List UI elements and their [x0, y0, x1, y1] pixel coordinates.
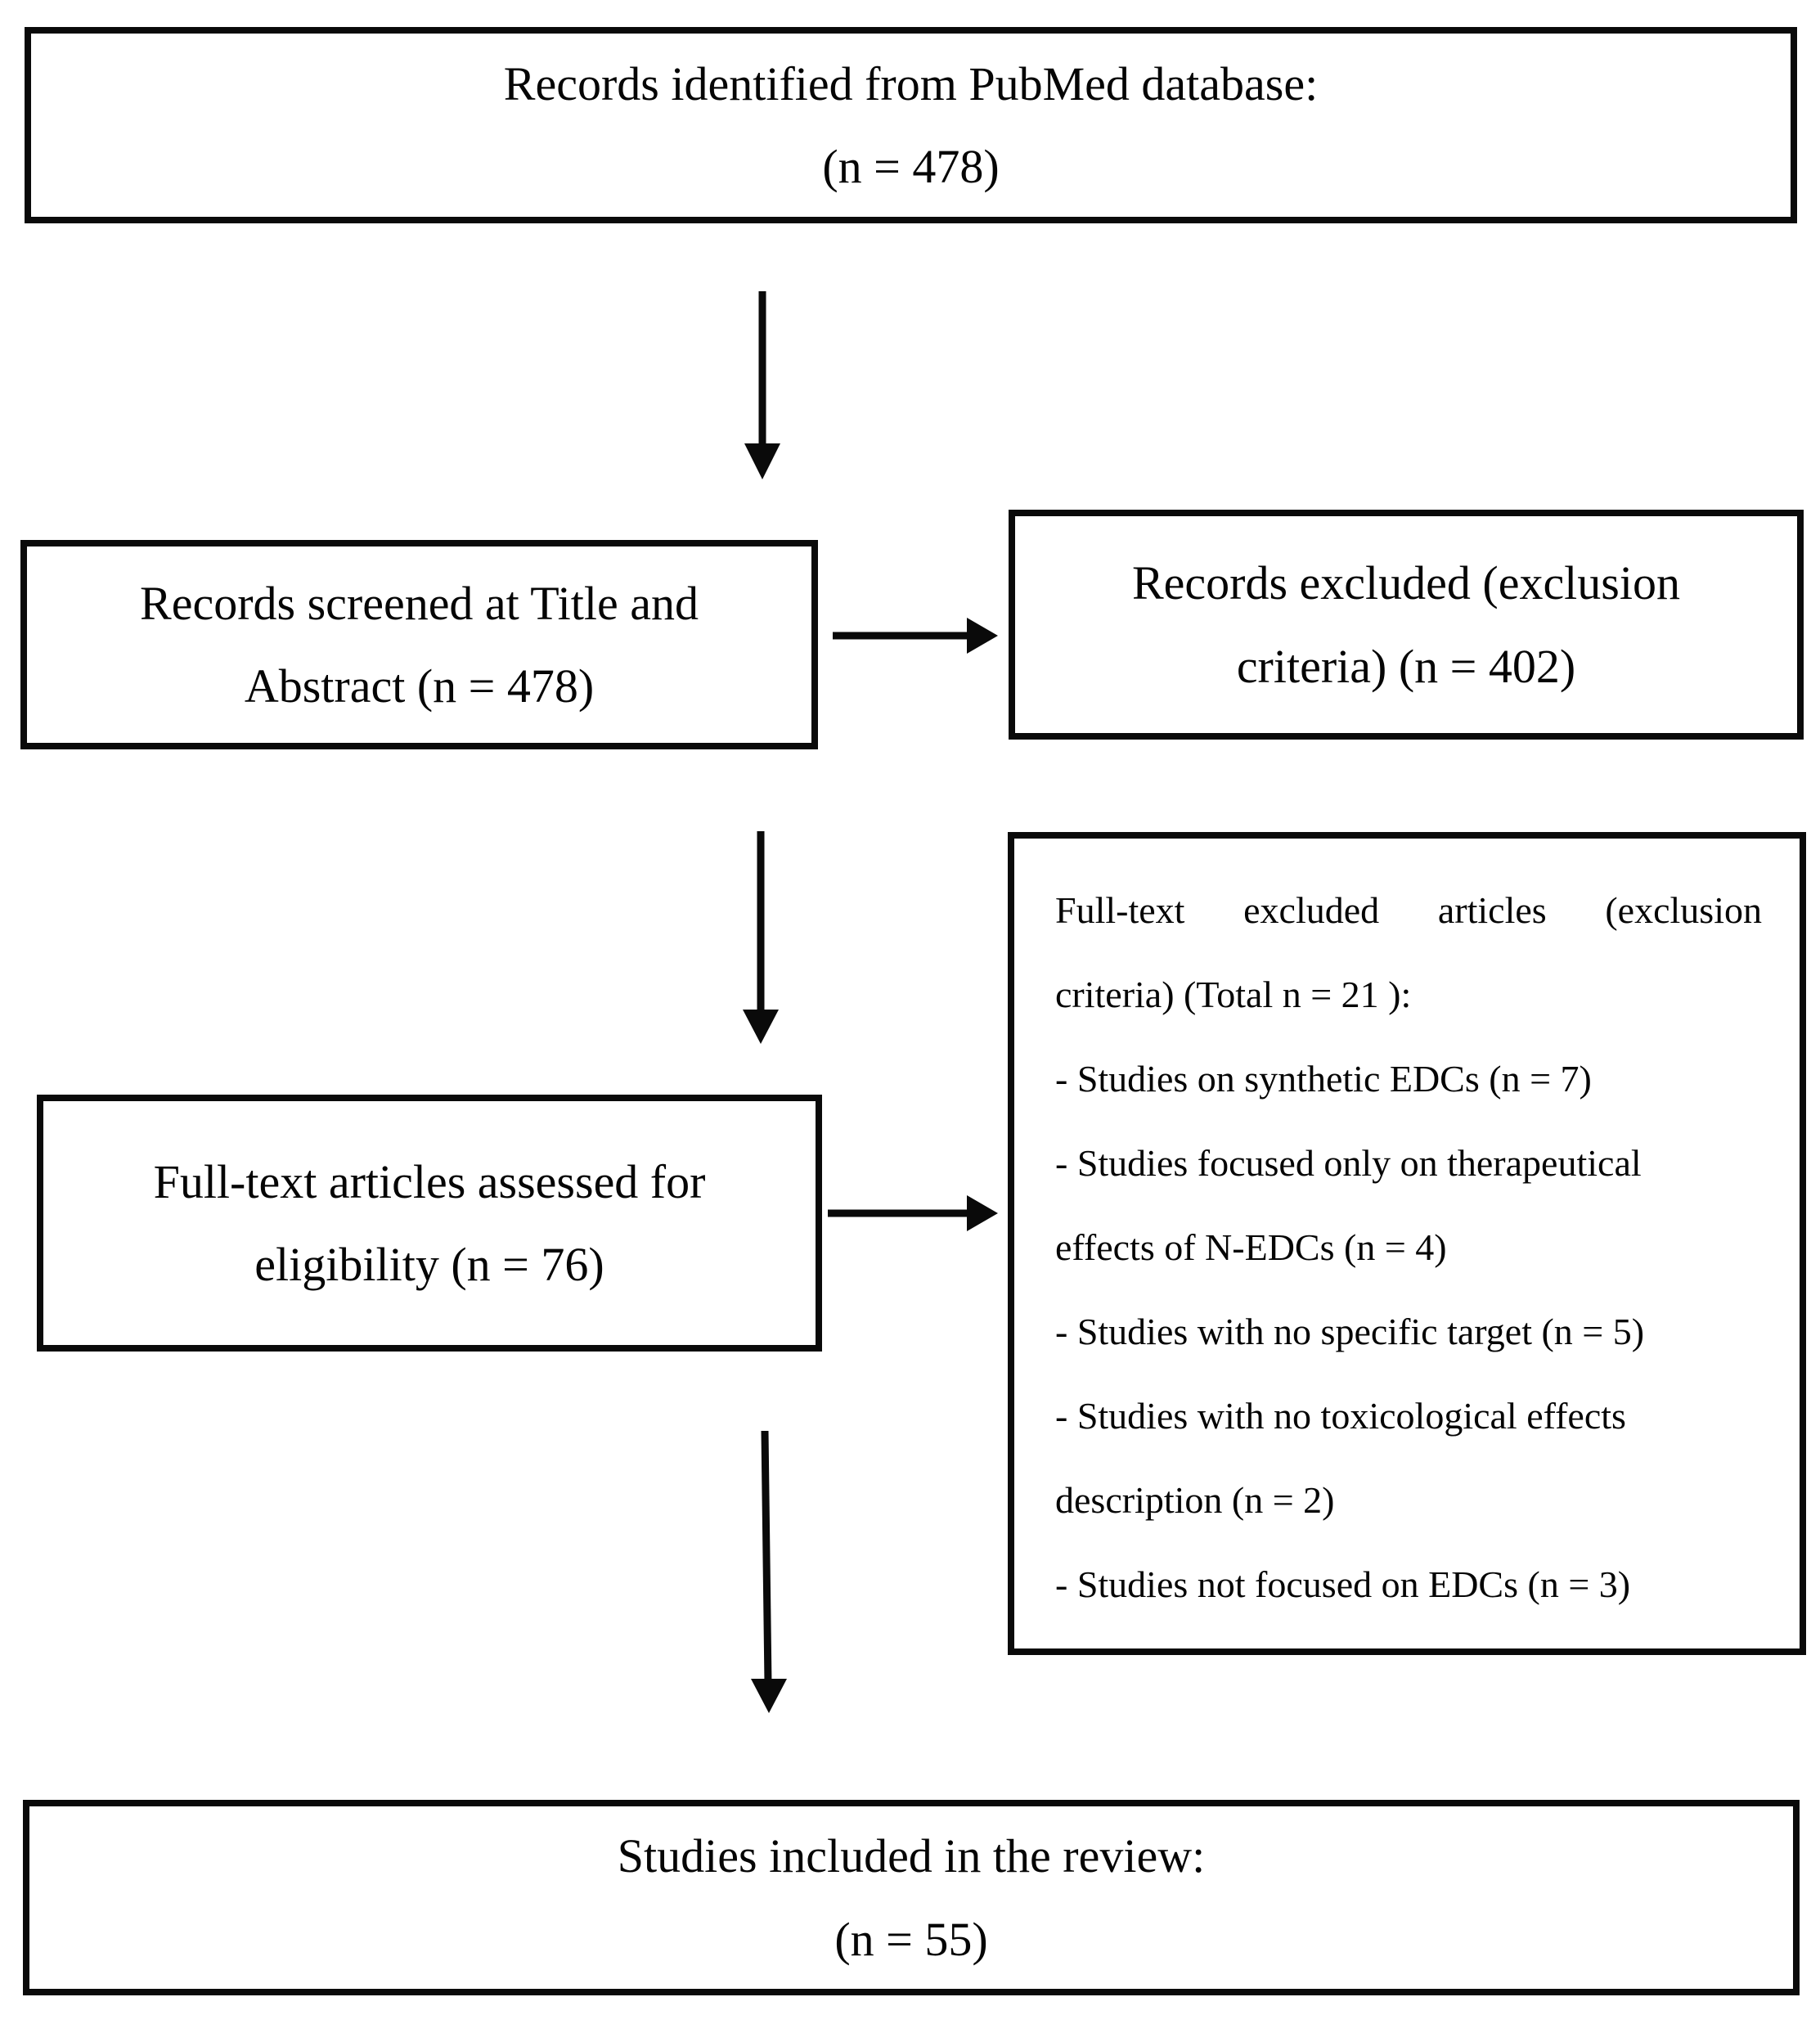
exclusion-reason-not-focused-edcs: - Studies not focused on EDCs (n = 3): [1055, 1563, 1631, 1605]
excluded-line1: Records excluded (exclusion: [1131, 556, 1680, 609]
included-line1: Studies included in the review:: [617, 1829, 1206, 1882]
exclusion-reason-therapeutical-line2: effects of N-EDCs (n = 4): [1055, 1226, 1447, 1268]
box-identification: Records identified from PubMed database:…: [25, 27, 1797, 223]
box-records-screened: Records screened at Title and Abstract (…: [20, 540, 818, 749]
fulltext-excluded-heading-line2: criteria) (Total n = 21 ):: [1055, 974, 1412, 1015]
box-studies-included: Studies included in the review: (n = 55): [23, 1800, 1800, 1995]
arrow-screening-to-eligibility: [743, 831, 779, 1044]
screening-line1: Records screened at Title and: [140, 576, 699, 630]
eligibility-count: eligibility (n = 76): [254, 1238, 604, 1291]
arrow-identification-to-screening: [744, 291, 780, 479]
box-records-excluded: Records excluded (exclusion criteria) (n…: [1009, 510, 1804, 740]
identification-count: (n = 478): [822, 140, 1000, 193]
eligibility-line1: Full-text articles assessed for: [153, 1154, 706, 1208]
excluded-count: criteria) (n = 402): [1236, 639, 1576, 693]
box-fulltext-assessed: Full-text articles assessed for eligibil…: [37, 1095, 822, 1352]
exclusion-reason-no-toxicological-line2: description (n = 2): [1055, 1479, 1335, 1521]
arrow-screening-to-excluded: [833, 618, 998, 654]
exclusion-reason-synthetic-edcs: - Studies on synthetic EDCs (n = 7): [1055, 1058, 1592, 1100]
identification-line1: Records identified from PubMed database:: [503, 56, 1319, 110]
screening-line2: Abstract (n = 478): [244, 659, 595, 713]
included-count: (n = 55): [834, 1912, 988, 1966]
exclusion-reason-therapeutical-line1: - Studies focused only on therapeutical: [1055, 1142, 1642, 1184]
exclusion-reason-no-specific-target: - Studies with no specific target (n = 5…: [1055, 1311, 1645, 1352]
arrow-eligibility-to-included: [751, 1430, 787, 1713]
arrow-eligibility-to-fulltext-excluded: [828, 1195, 998, 1231]
exclusion-reason-no-toxicological-line1: - Studies with no toxicological effects: [1055, 1395, 1626, 1437]
